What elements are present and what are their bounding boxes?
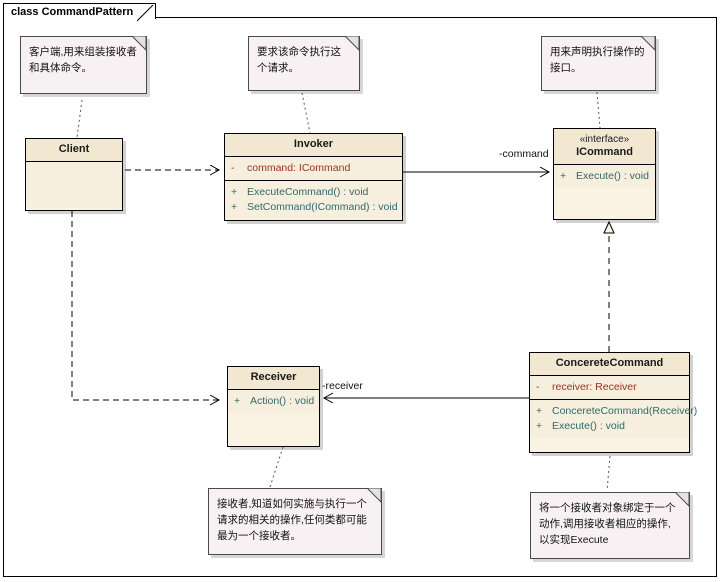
- class-member-row: + Action() : void: [234, 394, 315, 409]
- note-fold-icon: [132, 36, 147, 51]
- note-fold-icon: [367, 488, 382, 503]
- note-invoker-text: 要求该命令执行这个请求。: [257, 46, 341, 74]
- class-invoker-attributes: - command: ICommand: [225, 157, 402, 181]
- class-client-header: Client: [26, 139, 122, 162]
- visibility-marker: +: [536, 420, 543, 432]
- note-concretecommand-text: 将一个接收者对象绑定于一个动作,调用接收者相应的操作,以实现Execute: [539, 502, 676, 546]
- visibility-marker: +: [560, 170, 567, 182]
- class-client-body: [26, 162, 122, 207]
- note-icommand: 用来声明执行操作的接口。: [541, 36, 656, 91]
- note-invoker: 要求该命令执行这个请求。: [248, 36, 360, 91]
- visibility-marker: +: [231, 201, 238, 213]
- class-concretecommand-attributes: - receiver: Receiver: [530, 376, 689, 400]
- class-icommand-operations: + Execute() : void: [554, 165, 655, 188]
- class-invoker-header: Invoker: [225, 134, 402, 157]
- member-text: Execute() : void: [576, 170, 649, 182]
- member-text: ExecuteCommand() : void: [247, 186, 369, 198]
- class-icommand[interactable]: «interface» ICommand + Execute() : void: [553, 128, 656, 220]
- note-fold-icon: [675, 492, 690, 507]
- class-client-name: Client: [58, 143, 90, 155]
- class-member-row: + ConcereteCommand(Receiver): [536, 404, 697, 419]
- member-text: ConcereteCommand(Receiver): [552, 405, 698, 417]
- member-text: receiver: Receiver: [552, 381, 637, 393]
- visibility-marker: -: [536, 381, 540, 393]
- frame-tab-corner-icon: [137, 4, 155, 22]
- visibility-marker: -: [231, 162, 235, 174]
- class-icommand-name: ICommand: [576, 146, 633, 158]
- class-receiver[interactable]: Receiver + Action() : void: [227, 366, 320, 447]
- class-concretecommand-header: ConcereteCommand: [530, 353, 689, 376]
- note-receiver-text: 接收者,知道如何实施与执行一个请求的相关的操作,任何类都可能最为一个接收者。: [217, 498, 367, 542]
- class-concretecommand[interactable]: ConcereteCommand - receiver: Receiver + …: [529, 352, 697, 453]
- class-icommand-stereotype: «interface»: [579, 134, 630, 145]
- diagram-frame-tab-label: class CommandPattern: [11, 6, 134, 18]
- class-member-row: + Execute() : void: [560, 169, 651, 184]
- class-invoker[interactable]: Invoker - command: ICommand + ExecuteCom…: [224, 133, 403, 221]
- note-client: 客户端,用来组装接收者和具体命令。: [20, 36, 147, 94]
- class-receiver-header: Receiver: [228, 367, 319, 390]
- class-client[interactable]: Client: [25, 138, 123, 211]
- edge-label-command: -command: [499, 148, 549, 160]
- class-receiver-name: Receiver: [250, 371, 297, 383]
- diagram-frame: [3, 17, 717, 577]
- class-member-row: + ExecuteCommand() : void: [231, 185, 398, 200]
- class-concretecommand-name: ConcereteCommand: [555, 357, 664, 369]
- diagram-frame-tab: class CommandPattern: [3, 3, 157, 22]
- member-text: Action() : void: [250, 395, 315, 407]
- note-fold-icon: [641, 36, 656, 51]
- class-member-row: - receiver: Receiver: [536, 380, 685, 395]
- note-client-text: 客户端,用来组装接收者和具体命令。: [29, 46, 137, 74]
- member-text: Execute() : void: [552, 420, 625, 432]
- class-icommand-header: «interface» ICommand: [554, 129, 655, 165]
- visibility-marker: +: [234, 395, 241, 407]
- note-fold-icon: [345, 36, 360, 51]
- note-concretecommand: 将一个接收者对象绑定于一个动作,调用接收者相应的操作,以实现Execute: [530, 492, 690, 559]
- class-member-row: + Execute() : void: [536, 419, 685, 434]
- visibility-marker: +: [536, 405, 543, 417]
- class-member-row: - command: ICommand: [231, 161, 398, 176]
- visibility-marker: +: [231, 186, 238, 198]
- note-receiver: 接收者,知道如何实施与执行一个请求的相关的操作,任何类都可能最为一个接收者。: [208, 488, 382, 555]
- note-icommand-text: 用来声明执行操作的接口。: [550, 46, 645, 74]
- class-invoker-operations: + ExecuteCommand() : void + SetCommand(I…: [225, 181, 402, 219]
- class-member-row: + SetCommand(ICommand) : void: [231, 200, 398, 215]
- class-invoker-name: Invoker: [293, 138, 334, 150]
- class-receiver-operations: + Action() : void: [228, 390, 319, 413]
- member-text: command: ICommand: [247, 162, 351, 174]
- edge-label-receiver: -receiver: [322, 380, 363, 392]
- member-text: SetCommand(ICommand) : void: [247, 201, 398, 213]
- class-concretecommand-operations: + ConcereteCommand(Receiver) + Execute()…: [530, 400, 697, 438]
